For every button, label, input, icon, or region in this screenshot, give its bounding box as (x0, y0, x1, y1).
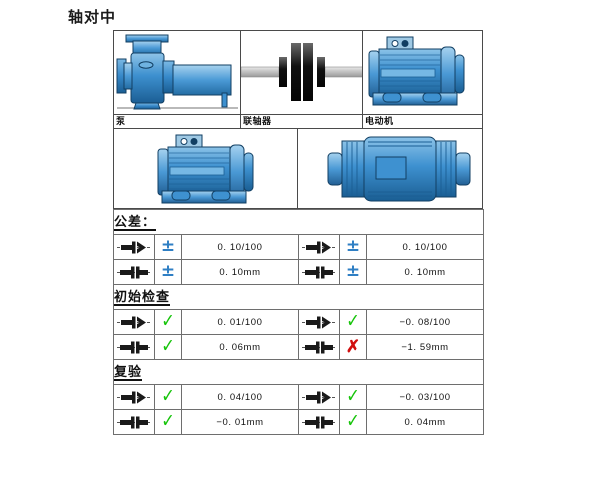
view-cell-top (298, 129, 482, 208)
motor-views-strip (113, 129, 483, 209)
recheck-offset-left-value: −0. 01mm (181, 409, 299, 435)
motor-side-view-icon (114, 129, 297, 208)
plus-minus-icon: ± (339, 259, 367, 285)
initial-angular-left-value: 0. 01/100 (181, 309, 299, 335)
fail-cross-icon: ✗ (339, 334, 367, 360)
pass-check-icon: ✓ (339, 309, 367, 335)
shaft-alignment-report: 泵 (112, 30, 485, 435)
pass-check-icon: ✓ (339, 384, 367, 410)
section-header-row: 复验 (112, 359, 485, 385)
initial-angular-right-value: −0. 08/100 (365, 309, 485, 335)
machine-train-figure-strip: 泵 (113, 30, 483, 129)
section-heading-initial-check: 初始检查 (112, 284, 485, 310)
offset-misalignment-icon (298, 334, 340, 360)
offset-misalignment-icon (113, 259, 155, 285)
coupling-illustration (241, 31, 362, 114)
table-body: 公差： ± 0. 10/100 (112, 209, 485, 435)
angular-misalignment-icon (298, 234, 340, 260)
plus-minus-icon: ± (154, 234, 182, 260)
table-row: ✓ −0. 01mm ✓ 0. 04mm (113, 409, 485, 435)
angular-misalignment-icon (298, 309, 340, 335)
figure-cell-coupling: 联轴器 (241, 31, 363, 128)
pump-illustration (114, 31, 240, 114)
motor-illustration (363, 31, 482, 114)
recheck-angular-right-value: −0. 03/100 (365, 384, 485, 410)
section-heading-tolerance: 公差： (112, 209, 485, 235)
view-cell-side (114, 129, 298, 208)
electric-motor-icon (363, 31, 482, 114)
figure-caption-coupling: 联轴器 (241, 114, 362, 128)
offset-misalignment-icon (298, 409, 340, 435)
recheck-offset-right-value: 0. 04mm (365, 409, 485, 435)
pass-check-icon: ✓ (154, 309, 182, 335)
angular-misalignment-icon (113, 384, 155, 410)
initial-offset-right-value: −1. 59mm (365, 334, 485, 360)
figure-caption-motor: 电动机 (363, 114, 482, 128)
centrifugal-pump-icon (114, 31, 240, 114)
table-row: ± 0. 10/100 ± 0. 10/100 (113, 234, 485, 260)
tolerance-offset-right-value: 0. 10mm (365, 259, 485, 285)
shaft-coupling-icon (241, 31, 362, 114)
section-heading-recheck: 复验 (112, 359, 485, 385)
recheck-angular-left-value: 0. 04/100 (181, 384, 299, 410)
angular-misalignment-icon (113, 309, 155, 335)
page-title: 轴对中 (68, 9, 117, 26)
offset-misalignment-icon (113, 334, 155, 360)
table-row: ✓ 0. 06mm ✗ −1. 59mm (113, 334, 485, 360)
pass-check-icon: ✓ (154, 334, 182, 360)
section-header-row: 初始检查 (112, 284, 485, 310)
figure-cell-pump: 泵 (114, 31, 241, 128)
motor-top-view-icon (298, 129, 482, 208)
table-row: ✓ 0. 04/100 ✓ −0. 03/100 (113, 384, 485, 410)
plus-minus-icon: ± (154, 259, 182, 285)
pass-check-icon: ✓ (339, 409, 367, 435)
plus-minus-icon: ± (339, 234, 367, 260)
offset-misalignment-icon (298, 259, 340, 285)
tolerance-offset-left-value: 0. 10mm (181, 259, 299, 285)
section-header-row: 公差： (112, 209, 485, 235)
table-row: ± 0. 10mm ± 0. 10mm (113, 259, 485, 285)
offset-misalignment-icon (113, 409, 155, 435)
figure-caption-pump: 泵 (114, 114, 240, 128)
table-row: ✓ 0. 01/100 ✓ −0. 08/100 (113, 309, 485, 335)
angular-misalignment-icon (113, 234, 155, 260)
pass-check-icon: ✓ (154, 409, 182, 435)
figure-cell-motor: 电动机 (363, 31, 482, 128)
tolerance-angular-right-value: 0. 10/100 (365, 234, 485, 260)
initial-offset-left-value: 0. 06mm (181, 334, 299, 360)
angular-misalignment-icon (298, 384, 340, 410)
pass-check-icon: ✓ (154, 384, 182, 410)
tolerance-angular-left-value: 0. 10/100 (181, 234, 299, 260)
alignment-measurements-table: 公差： ± 0. 10/100 (112, 209, 485, 435)
